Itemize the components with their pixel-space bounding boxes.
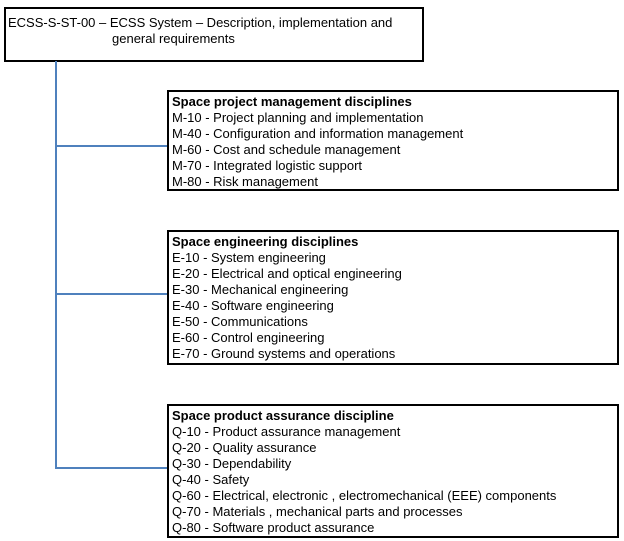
discipline-item-m80: M-80 - Risk management <box>172 174 318 189</box>
discipline-item-q60: Q-60 - Electrical, electronic , electrom… <box>172 488 557 503</box>
root-title-line2: general requirements <box>112 31 235 46</box>
root-standard-box: ECSS-S-ST-00 – ECSS System – Description… <box>4 7 424 62</box>
discipline-item-q70: Q-70 - Materials , mechanical parts and … <box>172 504 463 519</box>
discipline-item-m60: M-60 - Cost and schedule management <box>172 142 401 157</box>
discipline-item-q40: Q-40 - Safety <box>172 472 250 487</box>
group-title-engineering: Space engineering disciplines <box>172 234 359 249</box>
connector-branch-engineering <box>55 293 168 295</box>
discipline-item-q80: Q-80 - Software product assurance <box>172 520 375 535</box>
group-title-product-assurance: Space product assurance discipline <box>172 408 394 423</box>
discipline-item-q30: Q-30 - Dependability <box>172 456 292 471</box>
discipline-item-m40: M-40 - Configuration and information man… <box>172 126 464 141</box>
discipline-item-q10: Q-10 - Product assurance management <box>172 424 401 439</box>
group-box-engineering: Space engineering disciplines E-10 - Sys… <box>167 230 619 365</box>
connector-trunk-line <box>55 61 57 469</box>
connector-branch-product-assurance <box>55 467 168 469</box>
discipline-item-q20: Q-20 - Quality assurance <box>172 440 317 455</box>
discipline-item-e70: E-70 - Ground systems and operations <box>172 346 396 361</box>
connector-branch-management <box>55 145 168 147</box>
discipline-item-e20: E-20 - Electrical and optical engineerin… <box>172 266 402 281</box>
discipline-item-m70: M-70 - Integrated logistic support <box>172 158 363 173</box>
group-box-product-assurance: Space product assurance discipline Q-10 … <box>167 404 619 538</box>
group-box-management: Space project management disciplines M-1… <box>167 90 619 191</box>
discipline-item-e10: E-10 - System engineering <box>172 250 326 265</box>
discipline-item-e60: E-60 - Control engineering <box>172 330 325 345</box>
group-title-management: Space project management disciplines <box>172 94 412 109</box>
root-title-line1: ECSS-S-ST-00 – ECSS System – Description… <box>8 15 393 30</box>
discipline-item-e50: E-50 - Communications <box>172 314 308 329</box>
discipline-item-e30: E-30 - Mechanical engineering <box>172 282 349 297</box>
discipline-item-m10: M-10 - Project planning and implementati… <box>172 110 424 125</box>
discipline-item-e40: E-40 - Software engineering <box>172 298 334 313</box>
